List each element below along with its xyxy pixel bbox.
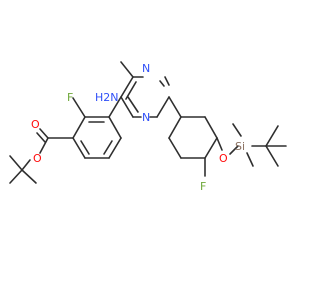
- aryl-fluorine: F: [67, 91, 73, 104]
- pyrazine-n-top: N: [142, 62, 150, 75]
- molecule-diagram: F O O N N H2N: [9, 61, 287, 193]
- structure-svg: F O O N N H2N: [9, 61, 287, 193]
- bond-amine: [120, 61, 134, 78]
- silicon-label: Si: [235, 140, 245, 153]
- ester-oxygen: O: [33, 152, 42, 165]
- ether-oxygen: O: [219, 152, 228, 165]
- ring-fluorine: F: [200, 180, 206, 193]
- bond-ring-o: [216, 137, 223, 151]
- cyclohexane-ring: [168, 116, 218, 159]
- ester-group: [9, 128, 74, 184]
- bond-aryl-pyrazine: [108, 96, 122, 118]
- tbs-group: [232, 123, 287, 167]
- bond-aryl-f: [72, 97, 86, 118]
- pyrazine-n-bottom: N: [142, 111, 150, 124]
- benzene-ring: [72, 116, 122, 159]
- carbonyl-oxygen: O: [31, 118, 40, 131]
- pyrazine-ring: [120, 76, 170, 118]
- amine-label: H2N: [95, 91, 119, 104]
- bond-o-si: [229, 145, 239, 155]
- bond-pyrazine-cyclohexane: [168, 96, 182, 118]
